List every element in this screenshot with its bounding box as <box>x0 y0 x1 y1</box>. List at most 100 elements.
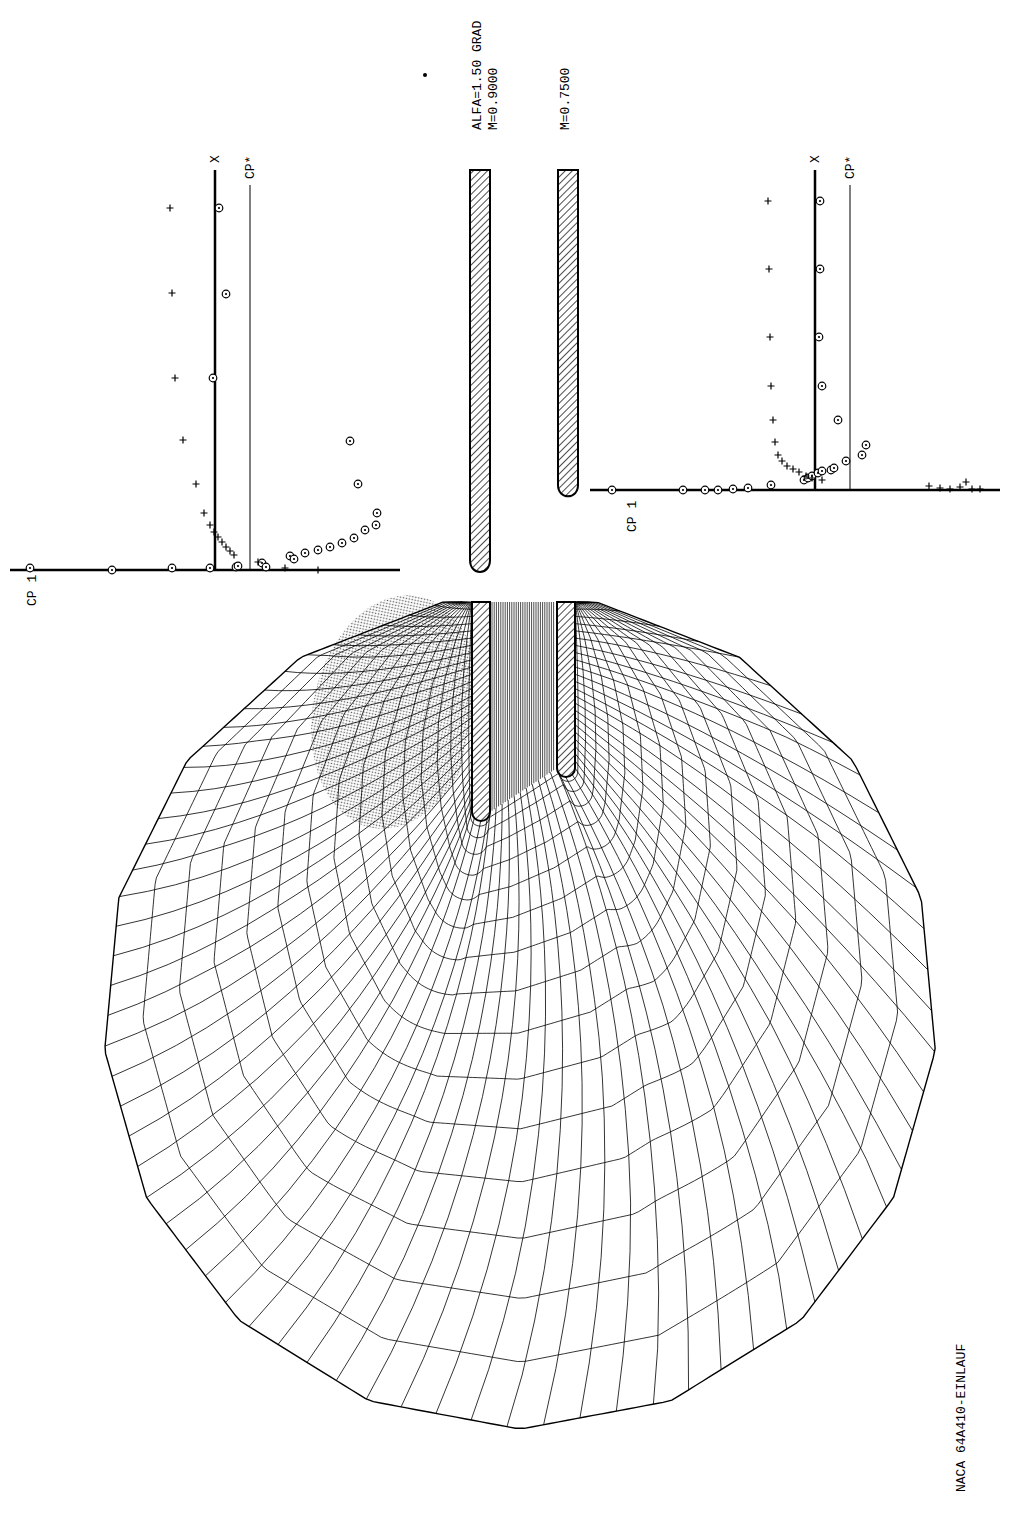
mesh-radial <box>575 653 833 743</box>
mesh-radial <box>401 796 519 1407</box>
mesh-radial <box>112 768 472 1076</box>
plus-marker <box>779 458 786 465</box>
duct-grid-line <box>522 602 523 790</box>
circle-marker-dot <box>364 529 366 531</box>
circle-marker <box>290 555 298 563</box>
circle-marker-dot <box>304 552 306 554</box>
duct-grid-line <box>525 602 526 789</box>
plus-marker <box>215 534 222 541</box>
plus-marker <box>193 481 200 488</box>
mesh-radial <box>184 689 472 768</box>
duct-grid-line <box>553 602 554 770</box>
mesh-radial <box>575 710 935 1052</box>
mesh-ring <box>461 602 585 838</box>
circle-marker-ring <box>608 486 616 494</box>
cp-star-line <box>850 185 851 490</box>
circle-marker-dot <box>209 567 211 569</box>
duct-grid-line <box>547 602 548 775</box>
mesh-ring <box>437 602 609 875</box>
inlet-plate <box>472 602 490 821</box>
plus-marker <box>169 290 176 297</box>
duct-grid-line <box>514 602 515 796</box>
mesh-radial <box>171 696 472 793</box>
x-axis <box>814 170 817 490</box>
circle-marker-ring <box>858 451 866 459</box>
mesh-radial <box>436 792 531 1413</box>
circle-marker-dot <box>819 268 821 270</box>
mesh-radial <box>203 681 472 746</box>
plus-marker <box>767 334 774 341</box>
mesh-radial <box>575 681 916 887</box>
mesh-radial <box>147 797 472 1198</box>
circle-marker-ring <box>290 555 298 563</box>
mesh-radial <box>265 660 472 691</box>
circle-marker <box>350 534 358 542</box>
circle-marker-dot <box>819 200 821 202</box>
circle-marker-dot <box>293 558 295 560</box>
circle-marker <box>816 197 824 205</box>
mesh-radial <box>384 624 472 627</box>
plus-marker <box>947 486 954 493</box>
circle-marker-ring <box>744 484 752 492</box>
plot-label: CP 1 <box>25 575 40 606</box>
circle-marker <box>815 333 823 341</box>
circle-marker-ring <box>108 566 116 574</box>
mesh-radial <box>366 800 509 1399</box>
duct-grid-line <box>540 602 541 779</box>
plot-label: CP* <box>243 156 258 179</box>
plus-marker <box>765 198 772 205</box>
mesh-radial <box>575 761 815 1302</box>
plus-marker <box>796 469 803 476</box>
mesh-radial <box>146 710 472 844</box>
circle-marker-ring <box>818 382 826 390</box>
circle-marker-dot <box>225 293 227 295</box>
mesh-radial <box>121 775 472 1106</box>
circle-marker-ring <box>234 562 242 570</box>
circle-marker <box>744 484 752 492</box>
circle-marker-dot <box>833 467 835 469</box>
circle-marker <box>372 521 380 529</box>
circle-marker-ring <box>679 486 687 494</box>
circle-marker <box>818 467 826 475</box>
circle-marker-dot <box>717 489 719 491</box>
plus-marker <box>803 473 810 480</box>
mesh-radial <box>575 660 860 775</box>
circle-marker <box>714 486 722 494</box>
mesh-ring <box>469 602 579 826</box>
circle-marker <box>818 382 826 390</box>
cp-plot <box>590 170 1000 494</box>
circle-marker-ring <box>701 486 709 494</box>
circle-marker-ring <box>326 543 334 551</box>
mesh-radial <box>166 804 472 1224</box>
mesh-radial <box>575 717 924 1091</box>
airfoil-section <box>470 170 490 572</box>
plus-marker <box>784 463 791 470</box>
circle-marker <box>168 564 176 572</box>
plot-label: ALFA=1.50 GRAD <box>470 21 485 130</box>
plot-label: X <box>808 155 823 163</box>
circle-marker <box>301 549 309 557</box>
mesh-radial <box>544 776 605 1418</box>
mesh-radial <box>507 784 563 1426</box>
mesh-radial <box>244 667 472 709</box>
mesh-radial <box>556 768 658 1404</box>
mesh-radial <box>575 609 620 611</box>
circle-marker-dot <box>747 487 749 489</box>
circle-marker <box>215 204 223 212</box>
circle-marker-ring <box>729 485 737 493</box>
circle-marker-dot <box>237 565 239 567</box>
circle-marker-ring <box>222 290 230 298</box>
mesh-radial <box>559 774 688 1390</box>
circle-marker-ring <box>714 486 722 494</box>
circle-marker-ring <box>350 534 358 542</box>
circle-marker <box>108 566 116 574</box>
mesh-ring <box>214 602 828 1238</box>
mesh-radial <box>359 631 472 636</box>
duct-grid-line <box>529 602 530 786</box>
duct-grid-line <box>507 602 508 801</box>
circle-marker-dot <box>821 470 823 472</box>
duct-grid-line <box>516 602 517 795</box>
circle-marker-dot <box>732 488 734 490</box>
plus-marker <box>937 485 944 492</box>
